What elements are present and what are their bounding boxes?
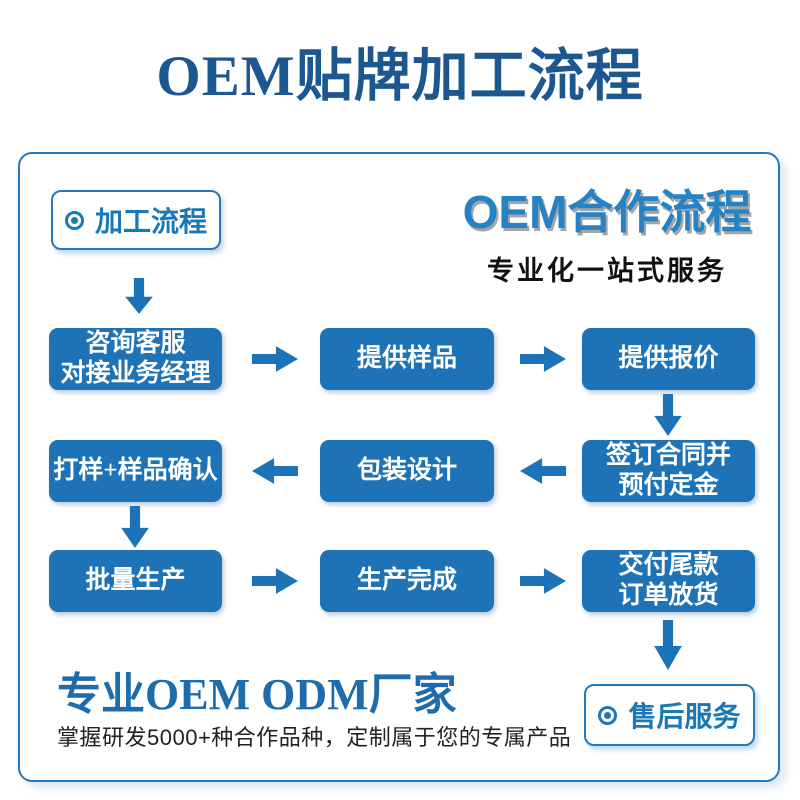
flow-step-consult: 咨询客服 对接业务经理	[49, 328, 222, 390]
target-icon	[64, 210, 84, 230]
arrow-down-icon	[125, 278, 153, 314]
brand-heading: OEM合作流程	[462, 186, 752, 238]
arrow-right-icon	[252, 346, 298, 372]
flow-step-delivery: 交付尾款 订单放货	[582, 550, 755, 612]
flow-step-packaging: 包装设计	[320, 440, 494, 502]
arrow-down-icon	[654, 620, 682, 670]
arrow-right-icon	[520, 568, 566, 594]
aftersales-service-button[interactable]: 售后服务	[584, 684, 755, 746]
footer-headline: 专业OEM ODM厂家	[57, 670, 457, 719]
flow-step-quotation: 提供报价	[582, 328, 755, 390]
arrow-left-icon	[520, 458, 566, 484]
flow-panel: 加工流程 OEM合作流程 专业化一站式服务 咨询客服 对接业务经理 提供样品 提…	[18, 152, 780, 782]
brand-subheading: 专业化一站式服务	[487, 256, 727, 286]
arrow-left-icon	[252, 458, 298, 484]
flow-step-production: 批量生产	[49, 550, 222, 612]
page-title: OEM贴牌加工流程	[156, 45, 644, 108]
process-flow-button[interactable]: 加工流程	[51, 190, 221, 250]
aftersales-service-button-label: 售后服务	[628, 702, 741, 733]
arrow-down-icon	[121, 506, 149, 548]
flow-step-contract: 签订合同并 预付定金	[582, 440, 755, 502]
arrow-right-icon	[252, 568, 298, 594]
flow-step-samples: 提供样品	[320, 328, 494, 390]
process-flow-button-label: 加工流程	[94, 207, 207, 238]
target-icon	[598, 705, 618, 725]
flow-step-proofing: 打样+样品确认	[49, 440, 222, 502]
footer-description: 掌握研发5000+种合作品种，定制属于您的专属产品	[57, 725, 572, 750]
arrow-down-icon	[654, 394, 682, 436]
brand-block: OEM合作流程 专业化一站式服务	[451, 176, 763, 288]
arrow-right-icon	[520, 346, 566, 372]
flow-step-complete: 生产完成	[320, 550, 494, 612]
